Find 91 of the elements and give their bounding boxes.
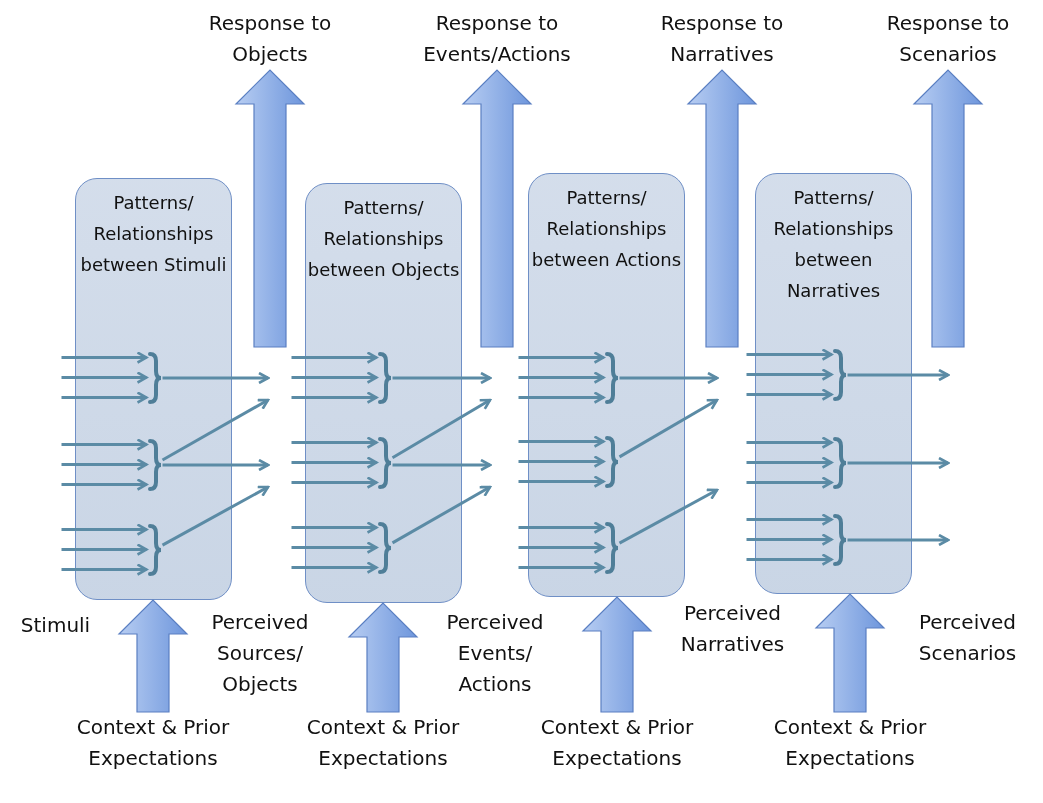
arrow bbox=[746, 388, 833, 401]
arrow bbox=[61, 543, 148, 556]
arrow bbox=[291, 541, 378, 554]
arrow bbox=[61, 351, 148, 364]
arrow bbox=[291, 351, 378, 364]
arrow bbox=[392, 458, 492, 472]
stage-panel bbox=[755, 173, 912, 594]
arrow bbox=[746, 476, 833, 489]
arrow bbox=[746, 348, 833, 361]
curly-brace bbox=[146, 437, 163, 492]
arrow bbox=[746, 456, 833, 469]
arrow bbox=[61, 391, 148, 404]
stage-output-label: Perceived Scenarios bbox=[917, 609, 1018, 667]
curly-brace bbox=[146, 522, 163, 577]
stage-panel bbox=[75, 178, 232, 600]
curly-brace bbox=[376, 520, 393, 575]
arrow bbox=[518, 475, 605, 488]
stage-output-label: Perceived Narratives bbox=[679, 600, 786, 658]
arrow bbox=[746, 553, 833, 566]
arrow bbox=[61, 523, 148, 536]
panel-title: Patterns/ Relationships between Narratives bbox=[772, 186, 895, 303]
arrow bbox=[291, 476, 378, 489]
arrow bbox=[518, 371, 605, 384]
block-arrow bbox=[117, 599, 189, 713]
response-label: Response to Narratives bbox=[637, 8, 807, 70]
arrow bbox=[518, 435, 605, 448]
block-arrow bbox=[912, 69, 984, 348]
arrow bbox=[61, 563, 148, 576]
block-arrow bbox=[581, 596, 653, 713]
response-label: Response to Objects bbox=[185, 8, 355, 70]
arrow bbox=[518, 561, 605, 574]
curly-brace bbox=[146, 350, 163, 405]
arrow bbox=[847, 456, 950, 470]
arrow bbox=[161, 485, 270, 547]
stage-output-label: Perceived Events/ Actions bbox=[445, 609, 545, 698]
panel-title: Patterns/ Relationships between Actions bbox=[530, 186, 683, 272]
arrow bbox=[391, 398, 492, 460]
block-arrow bbox=[686, 69, 758, 348]
curly-brace bbox=[831, 347, 848, 402]
arrow bbox=[61, 371, 148, 384]
arrow bbox=[291, 521, 378, 534]
stage-output-label: Stimuli bbox=[19, 612, 92, 639]
arrow bbox=[291, 456, 378, 469]
context-label: Context & Prior Expectations bbox=[537, 712, 697, 774]
stage-panel bbox=[305, 183, 462, 603]
arrow bbox=[847, 368, 950, 382]
curly-brace bbox=[603, 434, 620, 489]
response-label: Response to Events/Actions bbox=[402, 8, 592, 70]
block-arrow bbox=[461, 69, 533, 348]
arrow bbox=[392, 371, 492, 385]
arrow bbox=[518, 391, 605, 404]
arrow bbox=[618, 488, 719, 545]
curly-brace bbox=[376, 350, 393, 405]
block-arrow bbox=[347, 602, 419, 713]
arrow bbox=[291, 561, 378, 574]
curly-brace bbox=[831, 512, 848, 567]
arrow bbox=[162, 371, 270, 385]
arrow bbox=[746, 533, 833, 546]
curly-brace bbox=[376, 435, 393, 490]
arrow bbox=[291, 371, 378, 384]
arrow bbox=[618, 398, 719, 459]
panel-title: Patterns/ Relationships between Stimuli bbox=[79, 191, 228, 277]
panel-title: Patterns/ Relationships between Objects bbox=[306, 196, 461, 282]
arrow bbox=[619, 371, 719, 385]
arrow bbox=[61, 478, 148, 491]
arrow bbox=[518, 351, 605, 364]
curly-brace bbox=[603, 350, 620, 405]
arrow bbox=[291, 436, 378, 449]
response-label: Response to Scenarios bbox=[863, 8, 1033, 70]
arrow bbox=[391, 485, 492, 545]
arrow bbox=[61, 458, 148, 471]
curly-brace bbox=[831, 435, 848, 490]
stage-panel bbox=[528, 173, 685, 597]
arrow bbox=[162, 458, 270, 472]
arrow bbox=[161, 398, 270, 462]
arrow bbox=[518, 541, 605, 554]
arrow bbox=[518, 455, 605, 468]
arrow bbox=[746, 368, 833, 381]
context-label: Context & Prior Expectations bbox=[73, 712, 233, 774]
arrow bbox=[847, 533, 950, 547]
block-arrow bbox=[234, 69, 306, 348]
arrow bbox=[518, 521, 605, 534]
arrow bbox=[746, 436, 833, 449]
curly-brace bbox=[603, 520, 620, 575]
arrow bbox=[291, 391, 378, 404]
stage-output-label: Perceived Sources/ Objects bbox=[210, 609, 310, 698]
context-label: Context & Prior Expectations bbox=[303, 712, 463, 774]
block-arrow bbox=[814, 593, 886, 713]
arrow bbox=[61, 438, 148, 451]
context-label: Context & Prior Expectations bbox=[770, 712, 930, 774]
arrow bbox=[746, 513, 833, 526]
